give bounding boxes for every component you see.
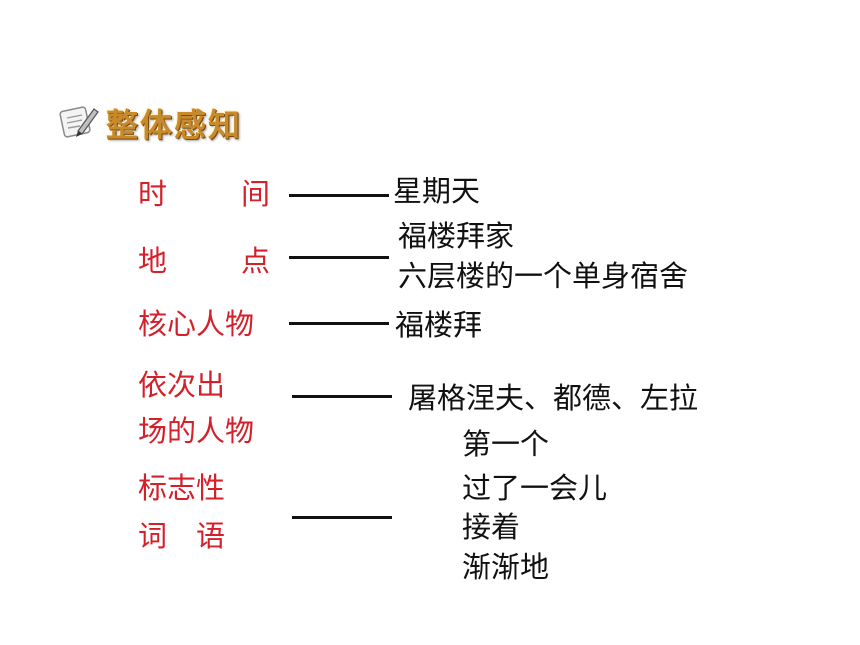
label-time: 时 间 [138,177,270,211]
value-marker-2: 过了一会儿 [462,471,608,505]
value-marker-1: 第一个 [462,427,550,461]
value-appearance: 屠格涅夫、都德、左拉 [408,381,699,415]
connector-line-appearance [292,395,392,398]
value-core-person: 福楼拜 [395,308,483,342]
connector-line-place [289,256,389,259]
label-appearance-line-2: 场的人物 [138,414,255,448]
value-marker-4: 渐渐地 [462,550,550,584]
pencil-paper-icon [59,106,99,138]
value-time: 星期天 [393,174,481,208]
label-place-char-1: 地 [138,244,168,278]
label-core-person: 核心人物 [138,307,255,341]
label-time-char-1: 时 [138,177,168,211]
label-appearance-line-1: 依次出 [138,368,226,402]
connector-line-marker [292,516,392,519]
label-time-char-2: 间 [240,177,270,211]
label-marker-line-2: 词 语 [138,519,226,553]
value-place-1: 福楼拜家 [398,219,515,253]
connector-line-core-person [289,322,389,325]
label-marker-line-1: 标志性 [138,471,226,505]
section-title: 整体感知 [106,106,243,144]
value-place-2: 六层楼的一个单身宿舍 [398,259,689,293]
label-place: 地 点 [138,244,270,278]
value-marker-3: 接着 [462,510,521,544]
label-place-char-2: 点 [240,244,270,278]
connector-line-time [289,194,389,197]
